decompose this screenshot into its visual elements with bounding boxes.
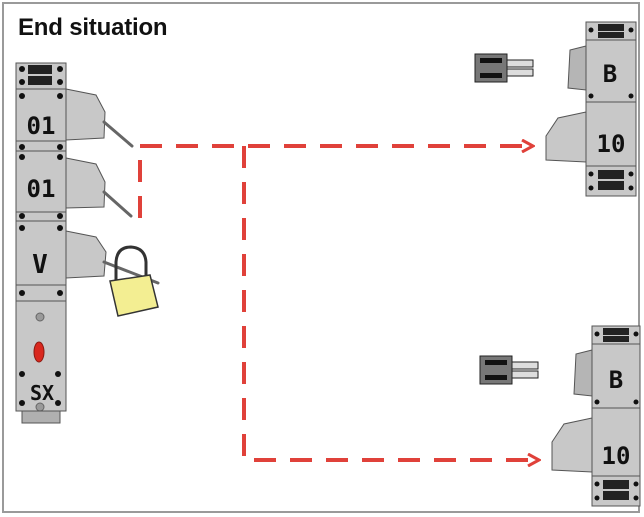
arrow-to-lower-receiver [242,146,538,460]
module-01-lower: 01 [15,150,133,222]
receiver-top-label: B [609,366,623,394]
red-indicator-light [33,341,45,363]
left-module-stack: 01 01 V [15,62,160,424]
padlock-icon [109,245,159,317]
connection-arrows [138,146,538,460]
receiver-bottom-label: 10 [602,442,631,470]
stack-top-cap [15,62,67,90]
key-plug-icon [479,355,539,385]
module-label: 01 [27,175,56,203]
module-v: V [15,220,160,302]
diagram-title: End situation [18,14,168,41]
receiver-top-label: B [603,60,617,88]
receiver-bottom-label: 10 [597,130,626,158]
module-01-upper: 01 [15,88,134,152]
receiver-upper: B 10 [474,21,637,197]
diagram-frame [2,2,640,513]
base-module-label: SX [30,381,54,405]
key-plug-icon [474,53,534,83]
module-label: 01 [27,112,56,140]
base-module-sx: SX [15,300,67,424]
receiver-lower: B 10 [479,325,641,507]
module-label: V [32,250,48,280]
arrow-to-upper-receiver [138,146,532,218]
